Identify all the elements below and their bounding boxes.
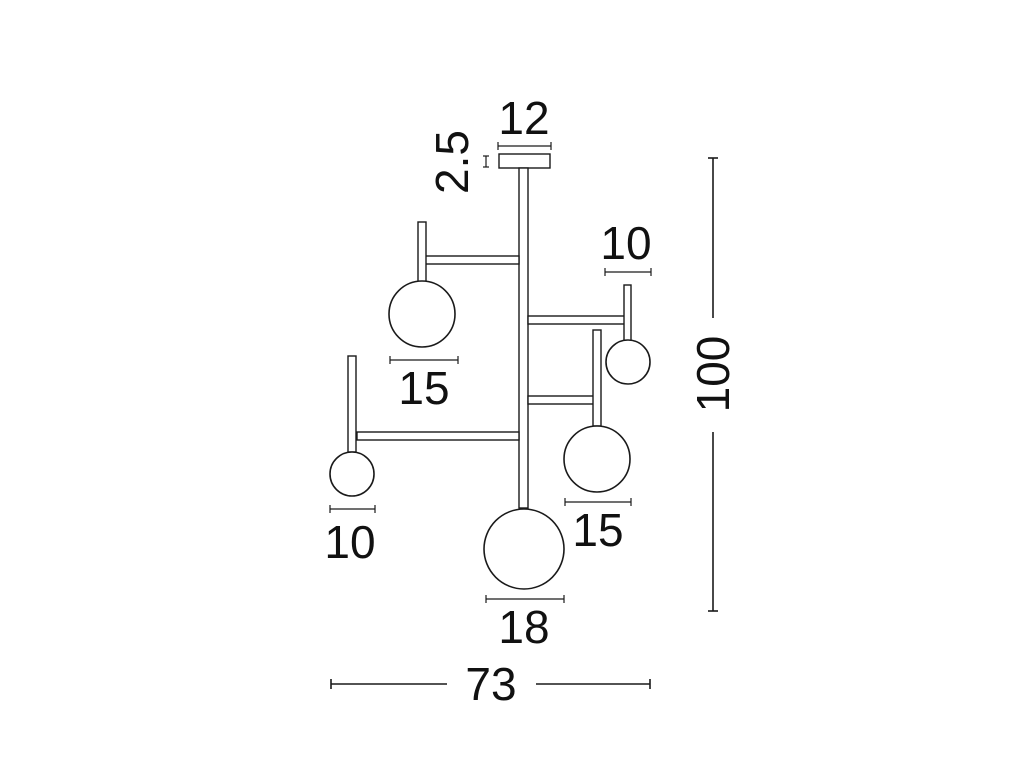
- drop-rod-upper-right: [623, 284, 632, 342]
- globe-upper-left: [388, 280, 456, 348]
- globe-upper-right: [605, 339, 651, 385]
- central-stem: [518, 167, 529, 509]
- drop-rod-middle-right: [592, 329, 602, 427]
- arm-upper-right: [527, 315, 627, 325]
- globe-upper-left-diameter-label: 15: [398, 362, 449, 414]
- arm-upper-left: [424, 255, 520, 265]
- canopy-height-label: 2.5: [426, 130, 478, 194]
- drop-rod-lower-left: [347, 355, 357, 453]
- canopy: [498, 153, 551, 169]
- arm-middle-right: [527, 395, 597, 405]
- canopy-width-label: 12: [498, 92, 549, 144]
- globe-bottom-center: [483, 508, 565, 590]
- globe-middle-right: [563, 425, 631, 493]
- globe-lower-left-diameter-label: 10: [324, 516, 375, 568]
- globe-middle-right-diameter-label: 15: [572, 504, 623, 556]
- overall-height-label: 100: [687, 336, 739, 413]
- overall-width-label: 73: [465, 658, 516, 710]
- globe-lower-left: [329, 451, 375, 497]
- arm-lower-left: [356, 431, 520, 441]
- drop-rod-upper-left: [417, 221, 427, 283]
- globe-bottom-center-diameter-label: 18: [498, 601, 549, 653]
- globe-upper-right-diameter-label: 10: [600, 217, 651, 269]
